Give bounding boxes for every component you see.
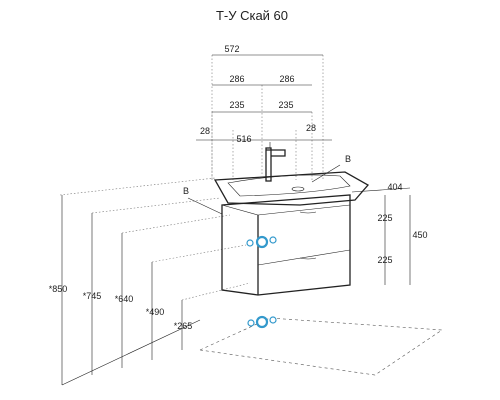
dim-total-width: 572 (224, 44, 239, 54)
callout-leaders (187, 164, 341, 215)
wall-guides (59, 55, 324, 301)
faucet-icon (265, 142, 286, 182)
drain-pipe-icon (247, 315, 277, 329)
dim-basin-width: 516 (236, 134, 251, 144)
drawing-title: Т-У Скай 60 (216, 8, 288, 23)
floor-outline (61, 317, 443, 386)
top-dimension-lines (196, 54, 332, 141)
callout-cabinet: B (183, 186, 189, 196)
dim-inner-left: 235 (229, 100, 244, 110)
dim-inner-right: 235 (278, 100, 293, 110)
dim-floor-745: *745 (83, 291, 102, 301)
cabinet (221, 194, 351, 296)
water-pipe-icon (246, 235, 277, 249)
dim-floor-850: *850 (49, 284, 68, 294)
dim-half-right: 286 (279, 74, 294, 84)
callout-basin: B (345, 154, 351, 164)
dim-offset-left: 28 (200, 126, 210, 136)
dim-floor-265: *265 (174, 321, 193, 331)
vertical-dimension-lines (61, 187, 411, 385)
dim-floor-640: *640 (115, 294, 134, 304)
dim-floor-490: *490 (146, 307, 165, 317)
dim-offset-right: 28 (306, 123, 316, 133)
basin (213, 171, 370, 206)
dim-drawer-bottom: 225 (377, 255, 392, 265)
dim-half-left: 286 (229, 74, 244, 84)
dim-drawer-top: 225 (377, 213, 392, 223)
dim-depth: 404 (387, 182, 402, 192)
dim-cabinet-height: 450 (412, 230, 427, 240)
